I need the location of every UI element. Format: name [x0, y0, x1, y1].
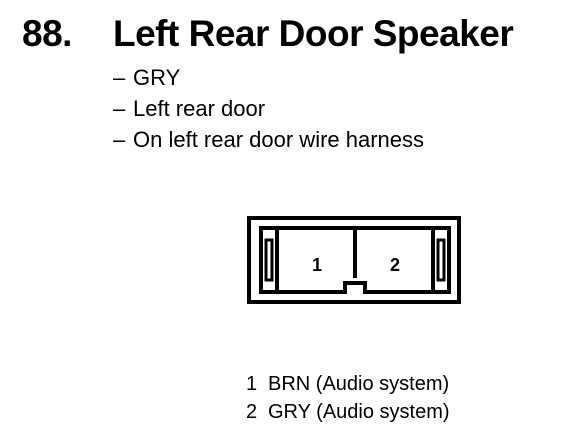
pin-description: BRN (Audio system) — [268, 373, 450, 395]
right-latch-slot — [436, 238, 446, 282]
right-latch — [433, 226, 451, 294]
pin-row: 2 GRY (Audio system) — [246, 398, 450, 426]
pin-label-1: 1 — [312, 255, 322, 275]
detail-dash: – — [113, 96, 126, 121]
pin-row: 1 BRN (Audio system) — [246, 370, 450, 398]
component-details: –GRY –Left rear door –On left rear door … — [113, 62, 424, 155]
detail-location: –Left rear door — [113, 93, 424, 124]
connector-diagram: 1 2 — [247, 216, 461, 304]
detail-dash: – — [113, 65, 126, 90]
detail-text: On left rear door wire harness — [133, 127, 425, 152]
pin-number: 2 — [246, 401, 258, 423]
detail-harness: –On left rear door wire harness — [113, 124, 424, 155]
left-latch-slot — [264, 238, 274, 282]
pin-list: 1 BRN (Audio system) 2 GRY (Audio system) — [246, 370, 450, 426]
left-latch — [259, 226, 277, 294]
pin-number: 1 — [246, 373, 258, 395]
detail-color: –GRY — [113, 62, 424, 93]
component-number: 88. — [22, 13, 72, 54]
connector-inner-body — [275, 226, 435, 294]
detail-dash: – — [113, 127, 126, 152]
connector-housing — [247, 216, 461, 304]
detail-text: GRY — [133, 65, 181, 90]
pin-label-2: 2 — [390, 255, 400, 275]
detail-text: Left rear door — [133, 96, 266, 121]
component-title: Left Rear Door Speaker — [113, 13, 514, 54]
pin-description: GRY (Audio system) — [268, 401, 450, 423]
